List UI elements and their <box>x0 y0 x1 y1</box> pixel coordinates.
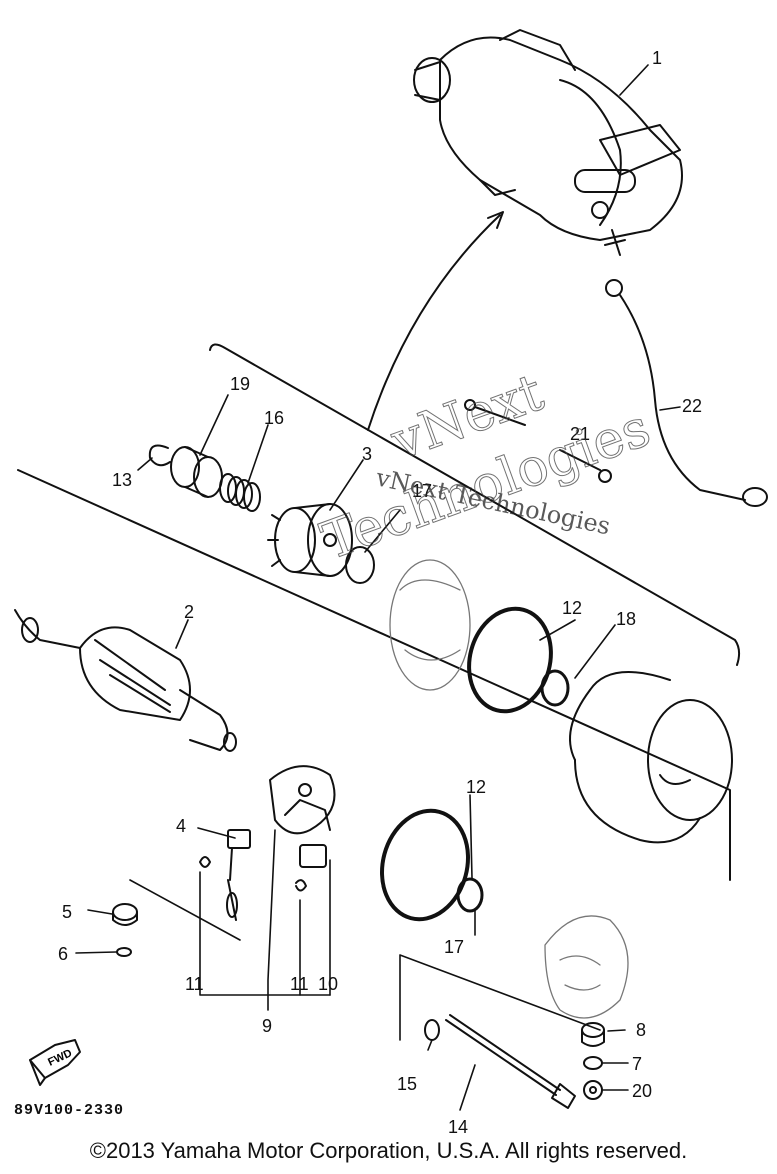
callout-19: 19 <box>230 374 250 394</box>
callout-11-left: 11 <box>185 974 204 994</box>
leader-lines <box>75 64 681 1111</box>
callout-5: 5 <box>62 902 72 922</box>
fwd-arrow <box>29 1039 81 1086</box>
ring-18 <box>540 669 570 707</box>
washer-15 <box>424 1019 440 1041</box>
callout-16: 16 <box>264 408 284 428</box>
callout-4: 4 <box>176 816 186 836</box>
callout-20: 20 <box>632 1081 652 1101</box>
starter-motor-assembly <box>413 29 683 256</box>
callout-1: 1 <box>652 48 662 68</box>
document-number: 89V100-2330 <box>14 1102 125 1119</box>
rear-cover-faded <box>544 915 629 1019</box>
cap-5 <box>112 903 138 926</box>
callout-22: 22 <box>682 396 702 416</box>
callout-numbers: 1 2 3 4 5 6 7 8 9 10 11 11 12 12 13 14 1… <box>58 48 702 1135</box>
callout-9: 9 <box>262 1016 272 1036</box>
callout-12-lower: 12 <box>466 777 486 797</box>
callout-12-upper: 12 <box>562 598 582 618</box>
clip-13 <box>148 444 171 467</box>
brush-10 <box>299 844 327 868</box>
oring-12-lower <box>380 808 470 922</box>
callout-17-lower: 17 <box>444 937 464 957</box>
callout-15: 15 <box>397 1074 417 1094</box>
callout-21: 21 <box>570 424 590 444</box>
brush-4 <box>226 829 251 921</box>
nut-20 <box>583 1080 603 1100</box>
spring-16 <box>219 473 261 512</box>
group-brackets <box>129 859 601 1041</box>
callout-17-upper: 17 <box>412 481 432 501</box>
collar-19 <box>170 446 223 498</box>
callout-10: 10 <box>318 974 338 994</box>
callout-14: 14 <box>448 1117 468 1135</box>
watermark: vNext Technologies vNext Technologies <box>313 362 658 573</box>
copyright-footer: ©2013 Yamaha Motor Corporation, U.S.A. A… <box>89 1138 688 1163</box>
callout-2: 2 <box>184 602 194 622</box>
washer-6 <box>116 947 132 957</box>
assembly-arrow <box>367 214 501 431</box>
bolt-14 <box>445 1014 576 1109</box>
fwd-label: FWD <box>46 1047 74 1068</box>
exploded-parts-diagram: 1 2 3 4 5 6 7 8 9 10 11 11 12 12 13 14 1… <box>14 29 768 1135</box>
armature-2 <box>14 609 237 752</box>
oring-12-upper <box>467 606 553 714</box>
callout-18: 18 <box>616 609 636 629</box>
lead-wire-21 <box>464 399 612 483</box>
front-cover-faded <box>389 559 471 691</box>
lead-wire-22 <box>605 279 768 507</box>
callout-7: 7 <box>632 1054 642 1074</box>
washer-7 <box>583 1056 603 1070</box>
cap-8 <box>581 1022 605 1047</box>
brush-holder-9 <box>269 765 336 835</box>
callout-6: 6 <box>58 944 68 964</box>
callout-11-right: 11 <box>290 974 309 994</box>
callout-8: 8 <box>636 1020 646 1040</box>
spring-11 <box>199 856 307 892</box>
washer-17-lower <box>456 877 484 913</box>
clutch-3 <box>267 503 353 577</box>
callout-13: 13 <box>112 470 132 490</box>
callout-3: 3 <box>362 444 372 464</box>
yoke-housing <box>569 671 733 844</box>
washer-17-upper <box>345 546 375 584</box>
exploded-frame <box>17 343 741 881</box>
